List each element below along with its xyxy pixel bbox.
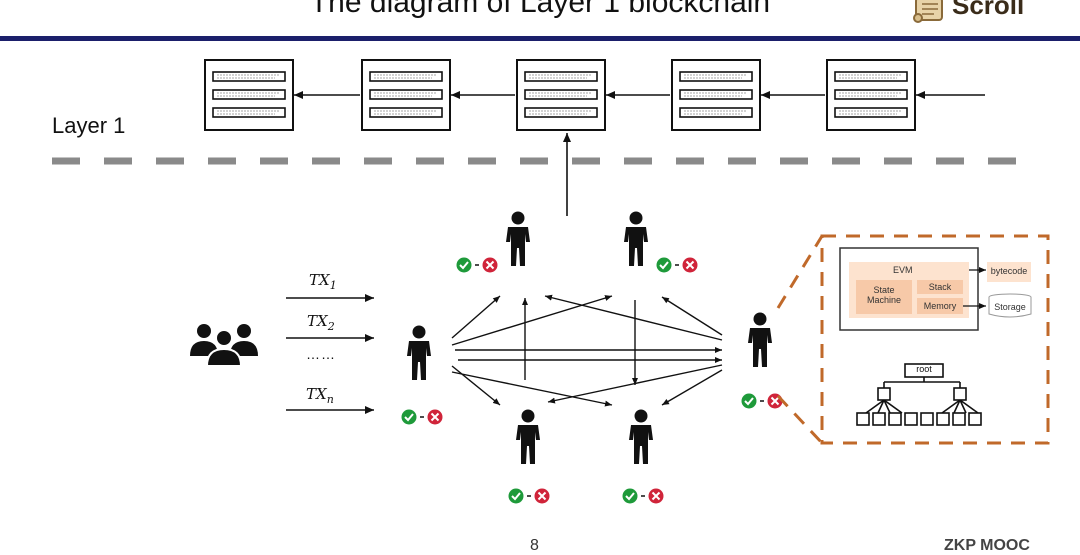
users-group-icon — [190, 324, 258, 367]
tx-ellipsis: …… — [306, 346, 336, 362]
evm-diagram — [839, 247, 1032, 331]
check-cross-icon — [740, 392, 784, 410]
p2p-arrows — [451, 294, 723, 407]
title-bar — [0, 36, 1080, 41]
node-person-icon — [624, 211, 648, 266]
storage-label: Storage — [994, 302, 1026, 312]
evm-title: EVM — [893, 265, 913, 275]
scroll-logo-icon — [912, 0, 948, 33]
check-cross-icon — [507, 487, 551, 505]
tx-label: TX1 — [309, 271, 337, 292]
page-number: 8 — [530, 537, 539, 554]
state-machine-label: State Machine — [866, 285, 902, 305]
merkle-tree — [856, 363, 982, 426]
bytecode-label: bytecode — [990, 266, 1028, 276]
node-person-icon — [748, 312, 772, 367]
slide-title: The diagram of Layer 1 blockchain — [309, 0, 771, 19]
check-cross-icon — [400, 408, 444, 426]
node-person-icon — [629, 409, 653, 464]
root-label: root — [916, 364, 932, 374]
block-5 — [826, 59, 916, 131]
check-cross-icon — [455, 256, 499, 274]
node-person-icon — [516, 409, 540, 464]
node-person-icon — [506, 211, 530, 266]
check-cross-icon — [621, 487, 665, 505]
block-2 — [361, 59, 451, 131]
tx-label: TXn — [306, 385, 334, 406]
layer-label: Layer 1 — [52, 113, 126, 138]
tx-arrows — [286, 294, 374, 414]
memory-label: Memory — [923, 301, 957, 311]
check-cross-icon — [655, 256, 699, 274]
block-3 — [516, 59, 606, 131]
stack-label: Stack — [928, 282, 952, 292]
zoom-box — [776, 234, 1050, 445]
block-1 — [204, 59, 294, 131]
tx-label: TX2 — [307, 312, 335, 333]
block-4 — [671, 59, 761, 131]
footer-text: ZKP MOOC — [944, 537, 1030, 554]
node-person-icon — [407, 325, 431, 380]
logo-text: Scroll — [952, 0, 1025, 20]
